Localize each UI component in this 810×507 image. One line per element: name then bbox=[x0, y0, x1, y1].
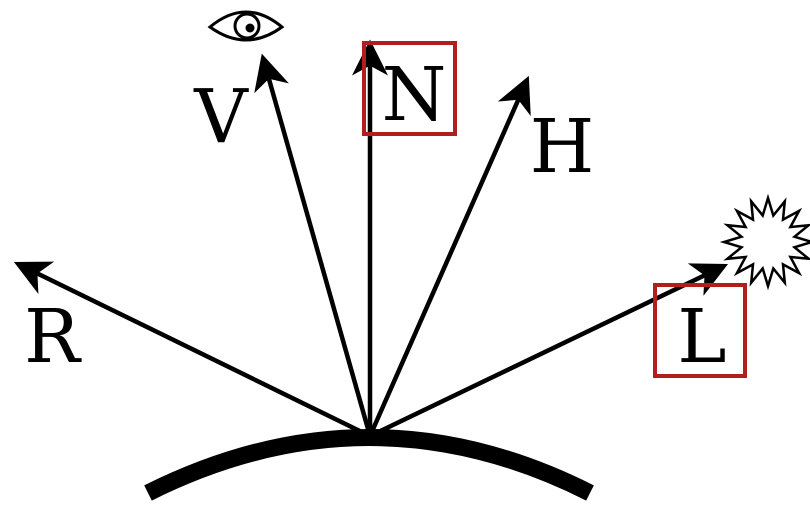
vector-H-arrow bbox=[367, 75, 531, 437]
eye-icon bbox=[207, 10, 285, 42]
vector-R-arrow bbox=[13, 261, 371, 439]
label-R: R bbox=[24, 294, 82, 380]
reflective-surface bbox=[144, 429, 594, 501]
l-highlight-box bbox=[653, 283, 747, 378]
label-V: V bbox=[193, 74, 249, 160]
sun-burst-icon bbox=[719, 193, 810, 291]
label-L: L bbox=[677, 294, 726, 380]
n-highlight-box bbox=[362, 41, 457, 136]
label-H: H bbox=[530, 104, 595, 190]
label-N: N bbox=[382, 52, 447, 138]
vector-L-arrow bbox=[369, 263, 729, 439]
vector-V-arrow bbox=[254, 53, 373, 437]
